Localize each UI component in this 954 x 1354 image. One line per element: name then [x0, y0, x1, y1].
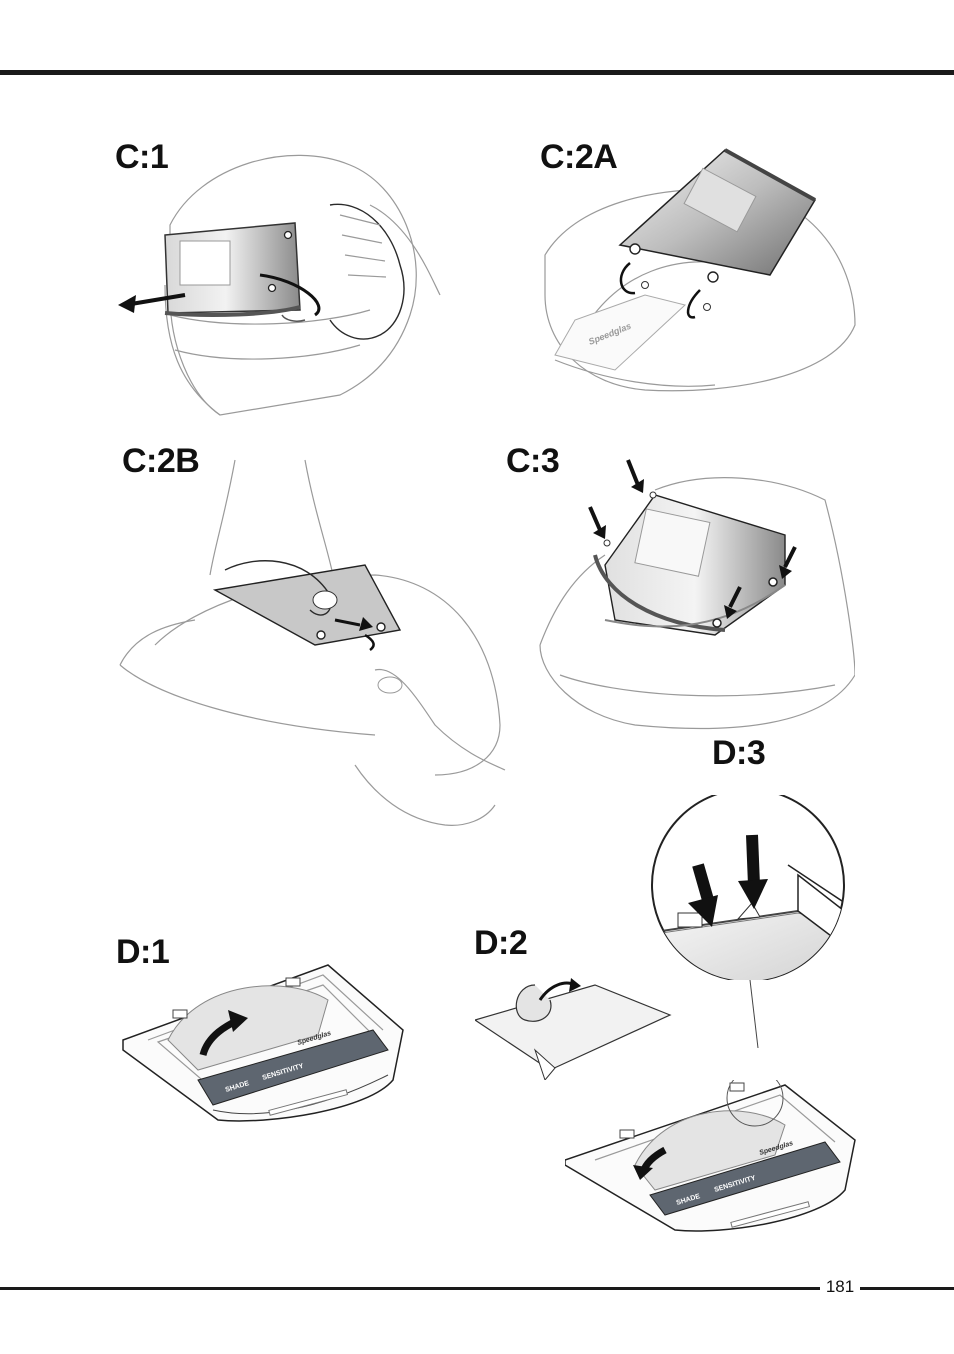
figure-d1-filter-film-removal: SHADE SENSITIVITY Speedglas: [118, 960, 408, 1130]
bottom-rule-right: [860, 1287, 954, 1290]
figure-d2-filter-assembly: SHADE SENSITIVITY Speedglas: [565, 1080, 860, 1240]
top-rule: [0, 70, 954, 75]
step-label-c2b: C:2B: [122, 442, 200, 480]
step-label-c2a: C:2A: [540, 138, 618, 176]
step-label-c3: C:3: [506, 442, 560, 480]
page-number: 181: [825, 1277, 855, 1296]
step-label-d1: D:1: [116, 933, 170, 971]
bottom-rule-left: [0, 1287, 820, 1290]
figure-d2-peel-protective-film: [475, 970, 675, 1080]
figure-c2b-thumb-on-cover-plate: [115, 455, 510, 835]
figure-d3-detail-magnifier: [648, 795, 848, 980]
step-label-d3: D:3: [712, 734, 766, 772]
figure-c1-helmet-lens-removal: [110, 145, 450, 425]
detail-leader-line: [740, 980, 780, 1080]
step-label-c1: C:1: [115, 138, 169, 176]
figure-c2a-lens-hinged-up: Speedglas: [535, 145, 865, 405]
step-label-d2: D:2: [474, 924, 528, 962]
figure-c3-press-lens-in: [535, 455, 855, 745]
